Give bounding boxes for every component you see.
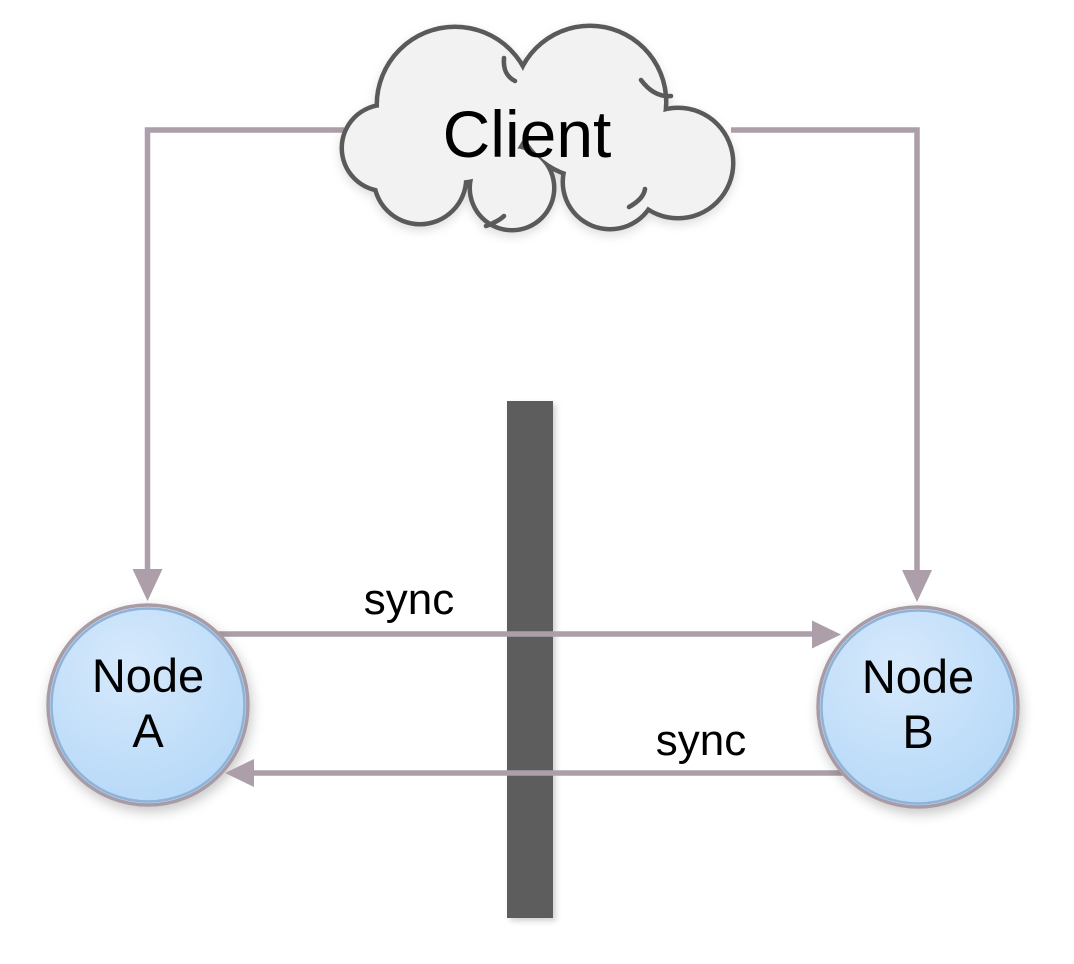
node-a-label-line1: Node — [92, 649, 204, 702]
node-a-circle — [46, 603, 250, 807]
arrowheads — [132, 569, 932, 787]
client-label: Client — [443, 97, 612, 171]
node-b-label-line2: B — [902, 705, 933, 758]
sync-a-to-b-label: sync — [364, 575, 454, 624]
node-a-label-line2: A — [132, 704, 164, 757]
node-a: Node A — [46, 603, 250, 807]
node-b-inner-ring — [820, 609, 1016, 805]
node-b-circle — [816, 605, 1020, 809]
client-connectors — [144, 127, 920, 574]
cloud-hook-strokes — [483, 55, 674, 229]
client-to-node-b-arrowhead-icon — [902, 570, 932, 602]
sync-lines — [218, 631, 843, 776]
cloud-fill-overlay — [344, 28, 731, 228]
client-cloud: Client — [339, 23, 736, 233]
client-to-node-b-connector — [731, 127, 920, 574]
client-to-node-a-connector — [144, 127, 344, 573]
sync-b-to-a-arrowhead-icon — [225, 759, 254, 787]
sync-b-to-a-label: sync — [656, 716, 746, 765]
node-b-label-line1: Node — [862, 650, 974, 703]
node-b: Node B — [816, 605, 1020, 809]
client-to-node-a-arrowhead-icon — [132, 569, 163, 601]
network-partition-bar — [507, 401, 553, 918]
node-a-inner-ring — [50, 607, 246, 803]
sync-a-to-b-arrowhead-icon — [812, 620, 841, 649]
